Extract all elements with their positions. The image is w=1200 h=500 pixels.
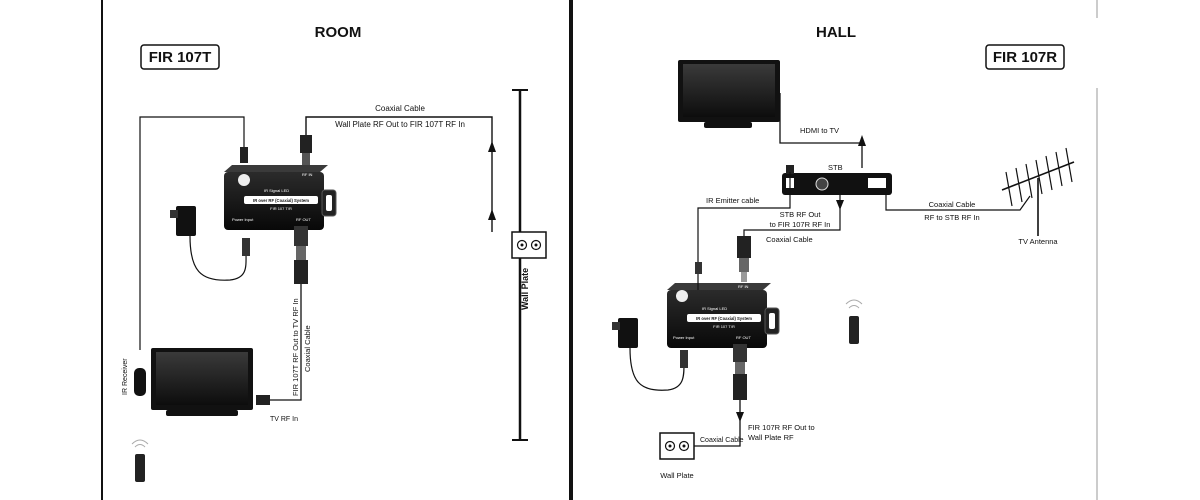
tv-antenna <box>1001 147 1075 236</box>
tv-rf-connector <box>256 395 270 405</box>
ir-cable-plug <box>240 147 248 163</box>
left-power-plug <box>242 238 250 256</box>
stb-box <box>782 173 892 195</box>
right-device-power-label: Power Input <box>673 335 695 340</box>
stb-ir-plug <box>786 165 794 174</box>
stb-rf-label-2: to FIR 107R RF In <box>770 220 831 229</box>
right-device-ir-label: IR Signal LED <box>702 306 727 311</box>
coax-down-label-2: Coaxial Cable <box>303 325 312 372</box>
arrow-up-1 <box>488 141 496 152</box>
stb-rf-cable <box>743 195 841 236</box>
right-device-sub-label: FIR 107 T/R <box>713 324 735 329</box>
hall-tv <box>678 60 780 128</box>
left-device-rfin-label: RF IN <box>302 172 313 177</box>
tv-antenna-label: TV Antenna <box>1018 237 1058 246</box>
right-rf-in-connector <box>737 236 751 282</box>
arrow-up-2 <box>488 209 496 220</box>
hdmi-arrow <box>858 135 866 146</box>
fir107t-badge-label: FIR 107T <box>149 49 212 66</box>
stb-rf-label-1: STB RF Out <box>780 210 822 219</box>
antenna-coax-label-1: Coaxial Cable <box>929 200 976 209</box>
left-device-sub-label: FIR 107 T/R <box>270 206 292 211</box>
room-title: ROOM <box>315 24 362 41</box>
ir-emitter-cable <box>697 172 791 270</box>
right-device-rfin-label: RF IN <box>738 284 749 289</box>
bottom-coax-label: Coaxial Cable <box>700 437 744 444</box>
antenna-coax-label-2: RF to STB RF In <box>924 213 979 222</box>
left-fir-device <box>224 165 337 230</box>
left-wall-plate <box>511 231 547 259</box>
ir-emitter-label: IR Emitter cable <box>706 196 759 205</box>
rf-out-label-2: Wall Plate RF <box>748 433 794 442</box>
coax-down-label-1: FIR 107T RF Out to TV RF In <box>291 298 300 396</box>
left-tv <box>151 348 253 416</box>
hdmi-cable <box>779 93 863 168</box>
right-rf-out-connector <box>733 344 747 400</box>
fir107r-badge-label: FIR 107R <box>993 49 1057 66</box>
stb-label: STB <box>828 163 843 172</box>
right-remote-icon <box>845 299 863 344</box>
ir-receiver <box>134 368 146 396</box>
ir-receiver-label: IR Receiver <box>122 358 129 395</box>
left-device-rfout-label: RF OUT <box>296 217 311 222</box>
right-wall-plate-label: Wall Plate <box>660 471 693 480</box>
coax-device-to-tv <box>268 284 302 401</box>
rf-out-label-1: FIR 107R RF Out to <box>748 423 815 432</box>
fir107r-badge <box>985 44 1065 70</box>
left-device-power-label: Power Input <box>232 217 254 222</box>
left-rf-out-connector <box>294 226 308 284</box>
right-power-cable <box>629 347 685 391</box>
right-power-plug <box>680 350 688 368</box>
left-power-adapter <box>170 206 196 236</box>
fir107t-badge <box>140 44 220 70</box>
right-wall-plate <box>659 432 695 460</box>
right-device-rfout-label: RF OUT <box>736 335 751 340</box>
ir-emitter-plug <box>695 262 702 274</box>
left-device-ir-label: IR Signal LED <box>264 188 289 193</box>
left-remote-icon <box>131 439 149 482</box>
hall-title: HALL <box>816 24 856 41</box>
ir-receiver-cable <box>139 116 245 350</box>
left-device-main-label: IR over RF (Coaxial) System <box>253 198 309 203</box>
left-wall-plate-label: Wall Plate <box>520 268 530 310</box>
stb-rf-arrow <box>836 200 844 210</box>
coax-wall-to-device <box>305 116 493 232</box>
antenna-coax <box>885 192 1031 211</box>
tv-rf-in-label: TV RF In <box>270 416 298 423</box>
coax-top-desc: Wall Plate RF Out to FIR 107T RF In <box>335 120 465 129</box>
rf-out-arrow <box>736 412 744 422</box>
coax-top-title: Coaxial Cable <box>375 104 425 113</box>
left-power-cable <box>189 235 247 281</box>
right-device-main-label: IR over RF (Coaxial) System <box>696 316 752 321</box>
right-fir-device <box>667 283 780 348</box>
right-power-adapter <box>612 318 638 348</box>
hdmi-label: HDMI to TV <box>800 126 839 135</box>
stb-coax-label: Coaxial Cable <box>766 235 813 244</box>
